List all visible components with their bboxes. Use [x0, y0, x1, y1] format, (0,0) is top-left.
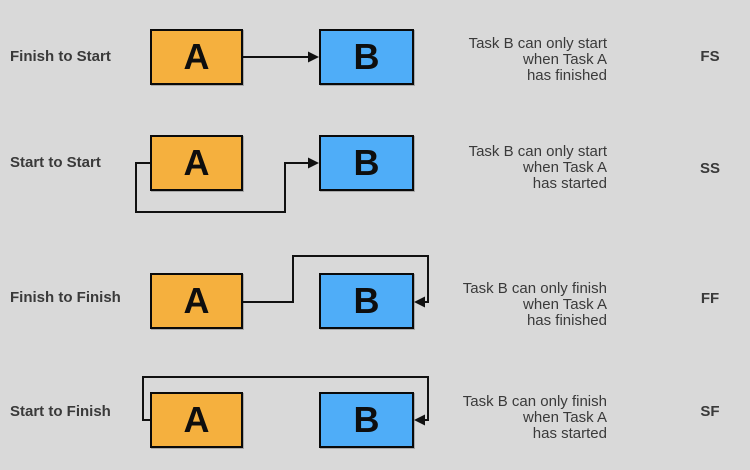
task-a-letter: A — [183, 280, 210, 321]
task-b-box: B — [319, 273, 414, 329]
dependency-type-label-ss: Start to Start — [10, 154, 101, 171]
description-line: Task B can only finish — [462, 280, 607, 297]
task-b-letter: B — [353, 399, 380, 440]
ff-arrow-connector — [243, 255, 429, 308]
dependency-description-fs: Task B can only start when Task A has fi… — [469, 36, 607, 84]
sf-arrow-connector — [142, 376, 429, 426]
task-a-box: A — [150, 392, 243, 448]
dependency-type-label-fs: Finish to Start — [10, 48, 111, 65]
task-a-box: A — [150, 29, 243, 85]
description-line: when Task A — [523, 296, 607, 313]
description-line: when Task A — [523, 51, 607, 68]
arrowhead-left-icon — [414, 414, 425, 426]
description-line: Task B can only start — [468, 143, 607, 160]
task-a-letter: A — [183, 142, 210, 183]
description-line: Task B can only finish — [462, 393, 607, 410]
description-line: when Task A — [523, 159, 607, 176]
dependency-description-sf: Task B can only finish when Task A has s… — [463, 394, 607, 442]
ss-arrow-connector — [135, 157, 319, 213]
dependency-type-label-sf: Start to Finish — [10, 403, 111, 420]
arrowhead-left-icon — [414, 296, 425, 308]
dependency-description-ff: Task B can only finish when Task A has f… — [463, 281, 607, 329]
dependency-abbreviation-ff: FF — [700, 290, 720, 307]
dependency-abbreviation-sf: SF — [700, 403, 720, 420]
task-b-letter: B — [353, 280, 380, 321]
task-b-box: B — [319, 29, 414, 85]
description-line: when Task A — [523, 409, 607, 426]
task-b-box: B — [319, 135, 414, 191]
arrowhead-right-icon — [308, 51, 319, 63]
task-a-letter: A — [183, 399, 210, 440]
description-line: has started — [532, 175, 607, 192]
task-a-box: A — [150, 273, 243, 329]
dependency-abbreviation-fs: FS — [700, 48, 720, 65]
task-b-letter: B — [353, 142, 380, 183]
description-line: has finished — [526, 312, 607, 329]
description-line: has started — [532, 425, 607, 442]
task-a-box: A — [150, 135, 243, 191]
dependency-type-label-ff: Finish to Finish — [10, 289, 121, 306]
dependency-abbreviation-ss: SS — [699, 160, 720, 177]
arrowhead-right-icon — [308, 157, 319, 169]
description-line: Task B can only start — [468, 35, 607, 52]
task-b-box: B — [319, 392, 414, 448]
fs-arrow-connector — [243, 51, 319, 63]
description-line: has finished — [526, 67, 607, 84]
dependency-description-ss: Task B can only start when Task A has st… — [469, 144, 607, 192]
task-a-letter: A — [183, 36, 210, 77]
task-b-letter: B — [353, 36, 380, 77]
